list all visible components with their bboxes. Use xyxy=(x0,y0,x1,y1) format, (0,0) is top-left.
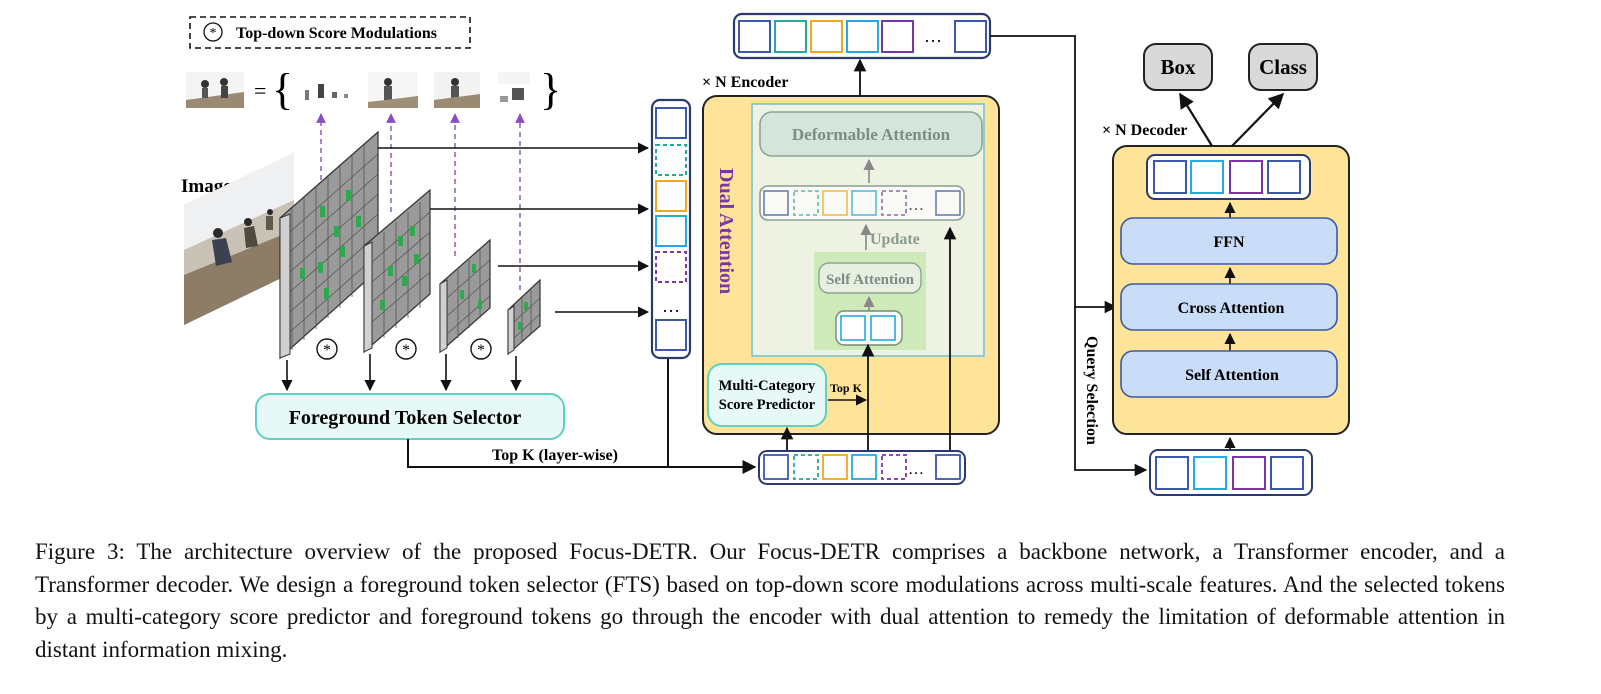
foreground-token-selector: Foreground Token Selector xyxy=(255,393,565,440)
svg-text:*: * xyxy=(477,342,485,359)
modulation-thumbnail-1 xyxy=(305,84,348,100)
query-selection-label: Query Selection xyxy=(1083,336,1100,445)
decoder-output-tokens xyxy=(1146,154,1311,200)
query-tokens xyxy=(1149,449,1313,496)
box-head: Box xyxy=(1143,43,1213,91)
update-label: Update xyxy=(870,231,920,248)
figure-caption: Figure 3: The architecture overview of t… xyxy=(35,539,1505,662)
memory-path xyxy=(990,35,1148,477)
modulation-thumbnail-2 xyxy=(368,72,418,108)
brace-close: } xyxy=(540,65,561,114)
fts-input-arrows xyxy=(281,354,522,392)
feature-map-1 xyxy=(279,130,379,360)
topk-layerwise-label: Top K (layer-wise) xyxy=(492,447,618,464)
deformable-attention-label: Deformable Attention xyxy=(792,125,951,144)
cross-attention-block: Cross Attention xyxy=(1120,283,1338,331)
flatten-arrows xyxy=(378,142,650,318)
modulation-thumbnail-3 xyxy=(434,72,480,108)
legend-label: Top-down Score Modulations xyxy=(236,25,437,42)
decoder-repeat-label: × N Decoder xyxy=(1102,122,1188,139)
self-attention-tokens xyxy=(835,310,903,346)
svg-text:*: * xyxy=(323,342,331,359)
token-column: … xyxy=(650,98,692,360)
architecture-diagram: * Top-down Score Modulations = { xyxy=(181,12,1350,496)
cross-attention-label: Cross Attention xyxy=(1178,300,1285,317)
self-attention-encoder-block: Self Attention xyxy=(818,262,922,294)
legend: * Top-down Score Modulations xyxy=(189,16,471,49)
decoder-block: FFN Cross Attention Self Attention xyxy=(1112,145,1350,435)
modulation-operator-icon: * * * xyxy=(316,338,492,360)
mcsp-label-line2: Score Predictor xyxy=(719,397,816,413)
modulation-thumbnail-4 xyxy=(498,72,530,102)
input-image xyxy=(184,153,294,325)
self-attention-decoder-block: Self Attention xyxy=(1120,350,1338,398)
encoder-input-arrows xyxy=(780,226,957,452)
multi-category-score-predictor: Multi-Category Score Predictor xyxy=(707,363,827,427)
encoder-block: Dual Attention Deformable Attention … Up… xyxy=(702,95,1000,435)
token-column-ellipsis: … xyxy=(662,296,680,316)
encoder-inner-tokens: … xyxy=(759,185,965,221)
topk-small-label: Top K xyxy=(830,381,863,395)
mcsp-label-line1: Multi-Category xyxy=(719,378,816,394)
topk-layerwise-path xyxy=(407,357,757,474)
box-label: Box xyxy=(1160,55,1196,79)
image-thumbnail xyxy=(186,72,244,108)
svg-text:*: * xyxy=(210,26,217,41)
head-arrows xyxy=(1179,92,1285,147)
equals-sign: = xyxy=(254,78,266,103)
class-head: Class xyxy=(1248,43,1318,91)
score-modulation-equation: = { } xyxy=(186,65,561,114)
score-modulation-arrows xyxy=(316,113,525,290)
self-attention-dec-label: Self Attention xyxy=(1185,367,1279,384)
feature-map-4 xyxy=(507,278,541,356)
selected-token-ellipsis: … xyxy=(908,461,924,478)
svg-text:*: * xyxy=(402,342,410,359)
feature-map-3 xyxy=(439,238,491,354)
ffn-block: FFN xyxy=(1120,217,1338,265)
selected-token-row: … xyxy=(758,450,966,485)
brace-open: { xyxy=(272,65,293,114)
encoder-inner-ellipsis: … xyxy=(908,197,924,214)
modulation-symbol-icon xyxy=(203,22,223,42)
feature-map-2 xyxy=(363,188,431,354)
encoder-output-tokens: … xyxy=(732,12,992,60)
fts-label: Foreground Token Selector xyxy=(289,407,522,429)
class-label: Class xyxy=(1259,55,1307,79)
ffn-label: FFN xyxy=(1213,234,1245,251)
deformable-attention-block: Deformable Attention xyxy=(759,111,983,157)
encoder-output-ellipsis: … xyxy=(924,26,942,46)
self-attention-enc-label: Self Attention xyxy=(826,272,915,288)
encoder-repeat-label: × N Encoder xyxy=(702,74,788,91)
dual-attention-label: Dual Attention xyxy=(715,168,737,294)
